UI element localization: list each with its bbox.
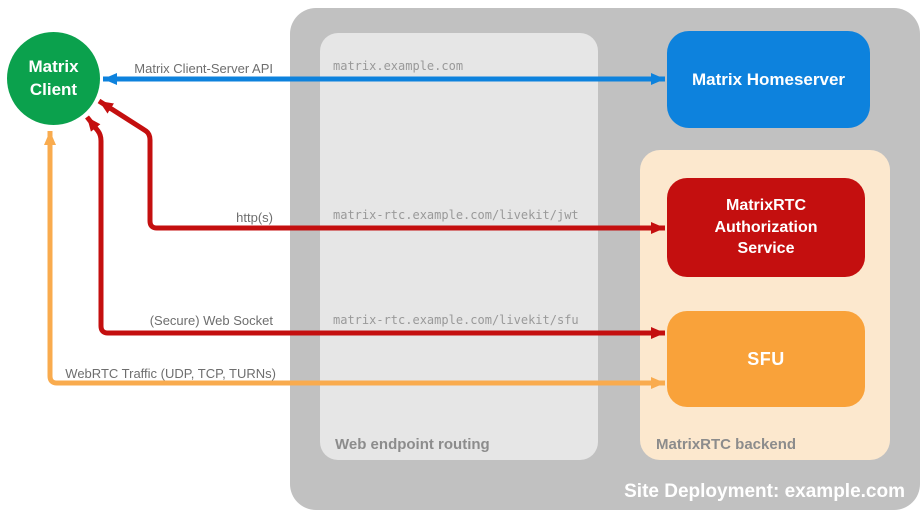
web-endpoint-routing-container — [320, 33, 598, 460]
label-web-endpoint-routing: Web endpoint routing — [335, 436, 490, 453]
endpoint-livekit-jwt-url: matrix-rtc.example.com/livekit/jwt — [333, 208, 579, 222]
label-client-server-api: Matrix Client-Server API — [134, 61, 273, 76]
sfu-node: SFU — [667, 311, 865, 407]
label-webrtc-traffic: WebRTC Traffic (UDP, TCP, TURNs) — [65, 366, 276, 381]
label-secure-web-socket: (Secure) Web Socket — [149, 313, 273, 328]
matrix-client-node: Matrix Client — [7, 32, 100, 125]
endpoint-livekit-sfu-url: matrix-rtc.example.com/livekit/sfu — [333, 313, 579, 327]
endpoint-matrix-url: matrix.example.com — [333, 59, 464, 73]
label-https: http(s) — [236, 210, 273, 225]
label-matrixrtc-backend: MatrixRTC backend — [656, 436, 797, 453]
label-site-deployment: Site Deployment: example.com — [624, 481, 905, 502]
matrix-homeserver-node: Matrix Homeserver — [667, 31, 870, 128]
matrixrtc-authorization-service-node: MatrixRTC Authorization Service — [667, 178, 865, 277]
